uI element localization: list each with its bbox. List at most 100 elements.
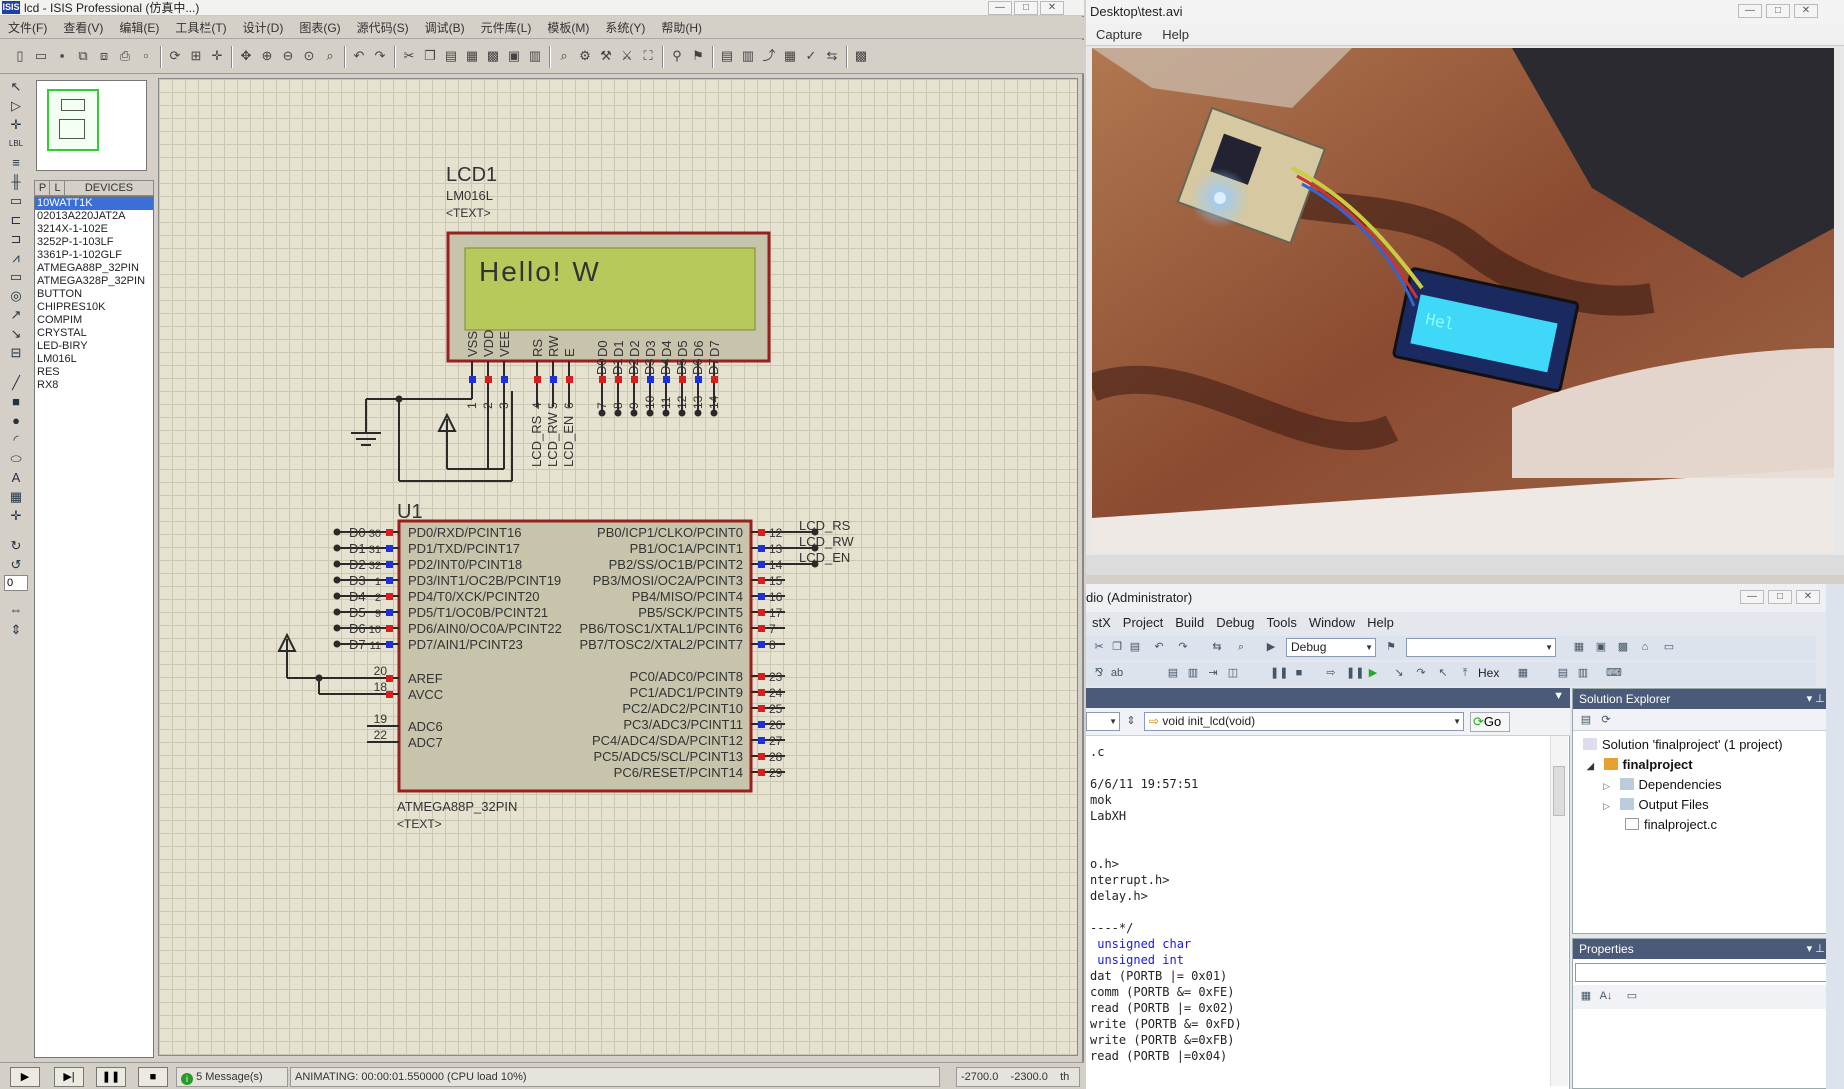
exit-sheet-icon[interactable]: ⤴ <box>762 48 776 63</box>
device-list-item[interactable]: 3214X-1-102E <box>37 223 108 235</box>
continue-icon[interactable]: ▶ <box>1368 667 1378 679</box>
messages-indicator[interactable]: i 5 Message(s) <box>176 1067 288 1087</box>
erc-icon[interactable]: ✓ <box>805 48 817 63</box>
rotate-cw-icon[interactable]: ↻ <box>10 538 22 553</box>
vs-close-button[interactable]: ✕ <box>1796 590 1820 604</box>
paste-icon[interactable]: ▤ <box>444 48 458 63</box>
arc-icon[interactable]: ◜ <box>13 432 19 447</box>
mirror-y-icon[interactable]: ⇕ <box>10 622 22 637</box>
spell-icon[interactable]: ab <box>1110 667 1124 679</box>
device-list-item[interactable]: COMPIM <box>37 314 83 326</box>
netlist-icon[interactable]: ⇆ <box>826 48 838 63</box>
minimize-button[interactable]: — <box>988 1 1012 15</box>
junction-icon[interactable]: ✛ <box>10 117 22 132</box>
block-rotate-icon[interactable]: ▣ <box>507 48 521 63</box>
text-icon[interactable]: A <box>11 470 21 485</box>
start-page-icon[interactable]: ⌂ <box>1641 641 1649 653</box>
solution-node[interactable]: Solution 'finalproject' (1 project) <box>1583 735 1783 755</box>
property-tool-icon[interactable]: ⚑ <box>692 48 704 63</box>
device-list-item[interactable]: RX8 <box>37 379 59 391</box>
device-pin-icon[interactable]: ⊐ <box>10 231 22 246</box>
expand-icon[interactable]: ◢ <box>1587 761 1594 771</box>
text-script-icon[interactable]: ≡ <box>12 155 20 170</box>
symbol-icon[interactable]: ▦ <box>9 489 23 504</box>
origin-icon[interactable]: ✛ <box>211 48 223 63</box>
undo-icon[interactable]: ↶ <box>353 48 365 63</box>
package-icon[interactable]: ⚒ <box>600 48 612 63</box>
device-list-item[interactable]: 3361P-1-102GLF <box>37 249 122 261</box>
device-list-item[interactable]: LM016L <box>37 353 77 365</box>
line-icon[interactable]: ╱ <box>12 375 20 390</box>
editor-vertical-scrollbar[interactable] <box>1550 736 1568 1086</box>
menu-item[interactable]: 文件(F) <box>8 21 48 35</box>
copy-icon[interactable]: ❐ <box>1112 641 1122 653</box>
mcu-body[interactable] <box>397 519 753 793</box>
memory-icon[interactable]: ▤ <box>1557 667 1569 679</box>
close-button[interactable]: ✕ <box>1040 1 1064 15</box>
device-list-item[interactable]: 02013A220JAT2A <box>37 210 126 222</box>
menu-item[interactable]: 模板(M) <box>547 21 590 35</box>
pan-icon[interactable]: ✥ <box>240 48 252 63</box>
step-out-icon[interactable]: ↖ <box>1438 667 1448 679</box>
vs-menu-item[interactable]: Debug <box>1216 615 1255 630</box>
menu-item[interactable]: 帮助(H) <box>661 21 702 35</box>
video-menu-item[interactable]: Help <box>1162 27 1189 42</box>
device-list-item[interactable]: CHIPRES10K <box>37 301 106 313</box>
video-close-button[interactable]: ✕ <box>1794 4 1818 18</box>
device-list-item[interactable]: 3252P-1-103LF <box>37 236 114 248</box>
play-button[interactable]: ▶ <box>10 1067 40 1087</box>
path-icon[interactable]: ⬭ <box>10 451 22 466</box>
expand-icon[interactable]: ▷ <box>1603 801 1610 811</box>
categorized-icon[interactable]: ▦ <box>1580 990 1592 1002</box>
vs-minimize-button[interactable]: — <box>1740 590 1764 604</box>
menu-item[interactable]: 设计(D) <box>242 21 284 35</box>
ares-icon[interactable]: ▩ <box>854 48 868 63</box>
menu-item[interactable]: 编辑(E) <box>119 21 160 35</box>
vs-menu-item[interactable]: Build <box>1175 615 1205 630</box>
device-list-item[interactable]: ATMEGA88P_32PIN <box>37 262 139 274</box>
dependencies-node[interactable]: ▷ Dependencies <box>1603 775 1722 796</box>
scrollbar-thumb[interactable] <box>1553 766 1565 816</box>
properties-icon[interactable]: ▣ <box>1595 641 1607 653</box>
format-icon[interactable]: ⅋ <box>1094 667 1104 679</box>
zoom-out-icon[interactable]: ⊖ <box>282 48 294 63</box>
auto-hide-strip[interactable] <box>1826 584 1844 1089</box>
menu-item[interactable]: 源代码(S) <box>356 21 409 35</box>
library-manager-button[interactable]: L <box>51 181 65 195</box>
zoom-area-icon[interactable]: ⌕ <box>326 48 334 63</box>
function-combo[interactable]: ⇨ void init_lcd(void) ▼ <box>1144 712 1464 731</box>
uncomment-icon[interactable]: ▥ <box>1187 667 1199 679</box>
spin-icon[interactable]: ⇕ <box>1126 715 1136 727</box>
bookmark-icon[interactable]: ◫ <box>1227 667 1239 679</box>
cut-icon[interactable]: ✂ <box>1094 641 1104 653</box>
step-into-icon[interactable]: ↘ <box>1394 667 1404 679</box>
wire-autoroute-icon[interactable]: ⛶ <box>643 48 653 63</box>
bus-icon[interactable]: ╫ <box>11 174 21 189</box>
grid-icon[interactable]: ⊞ <box>190 48 202 63</box>
print-icon[interactable]: ⎙ <box>119 48 131 63</box>
find-icon[interactable]: ⌕ <box>1237 641 1245 653</box>
threads-icon[interactable]: ▦ <box>1517 667 1529 679</box>
export-icon[interactable]: ⧈ <box>99 48 109 63</box>
probe-current-icon[interactable]: ↘ <box>10 326 22 341</box>
import-icon[interactable]: ⧉ <box>78 48 88 63</box>
step-button[interactable]: ▶| <box>54 1067 84 1087</box>
window-icon[interactable]: ▭ <box>1663 641 1675 653</box>
find-in-files-icon[interactable]: ⚑ <box>1386 641 1396 653</box>
toolbox-icon[interactable]: ▩ <box>1617 641 1629 653</box>
select-mode-icon[interactable]: ↖ <box>10 79 22 94</box>
maximize-button[interactable]: □ <box>1014 1 1038 15</box>
menu-item[interactable]: 工具栏(T) <box>175 21 227 35</box>
pause-debug-icon[interactable]: ❚❚ <box>1346 667 1365 679</box>
box-icon[interactable]: ■ <box>12 394 20 409</box>
properties-icon[interactable]: ▤ <box>1580 714 1592 726</box>
open-icon[interactable]: ▭ <box>34 48 48 63</box>
mirror-x-icon[interactable]: ⇔ <box>9 602 23 617</box>
paste-icon[interactable]: ▤ <box>1129 641 1141 653</box>
graph-icon[interactable]: ⩘ <box>12 250 20 265</box>
generator-icon[interactable]: ◎ <box>10 288 22 303</box>
